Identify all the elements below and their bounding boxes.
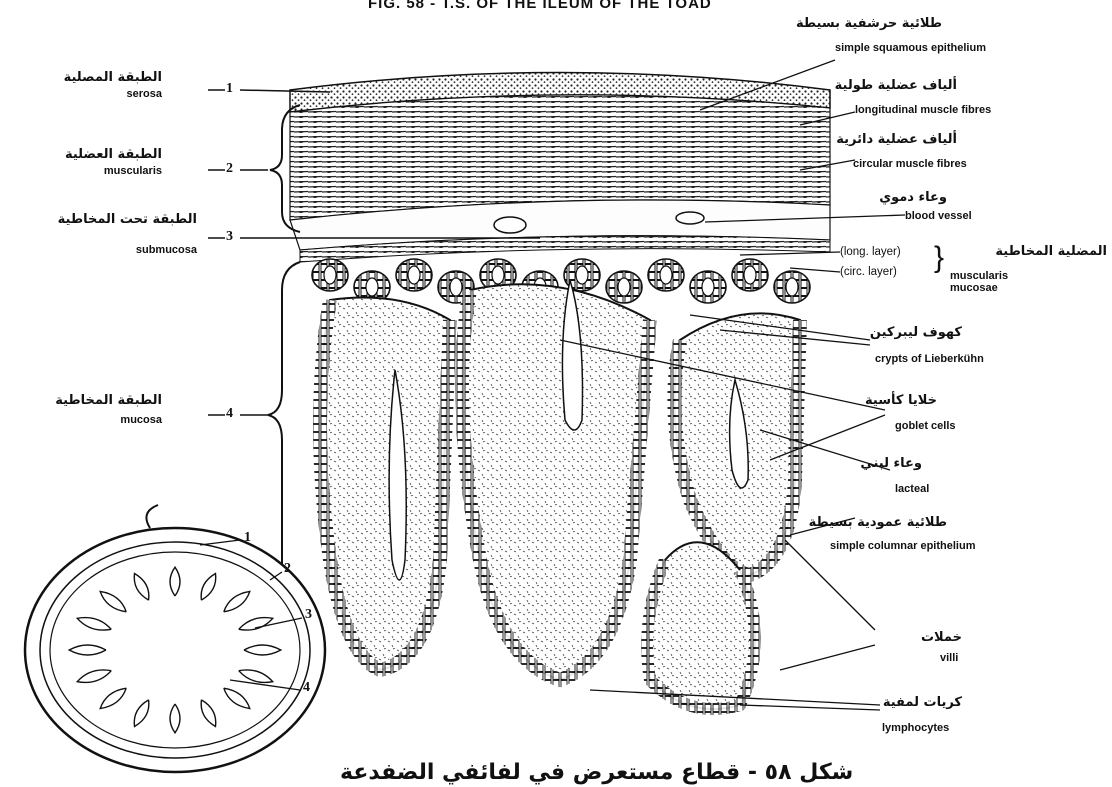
crypt-lumen	[660, 266, 672, 284]
layer-number-4: 4	[226, 406, 233, 422]
crypt-lumen	[576, 266, 588, 284]
inset-cross-section	[25, 505, 325, 772]
crypts-arabic: كهوف ليبركين	[870, 325, 962, 340]
simple-squamous-epithelium-arabic: طلائية حرشفية بسيطة	[796, 16, 942, 31]
circ-layer-label: (circ. layer)	[840, 266, 897, 278]
circular-muscle-label: circular muscle fibres	[853, 158, 967, 170]
blood-vessel-arabic: وعاء دموي	[879, 190, 947, 205]
circular-muscle-arabic: ألياف عضلية دائرية	[836, 132, 957, 147]
longitudinal-muscle-label: longitudinal muscle fibres	[855, 104, 991, 116]
villi-arabic: خملات	[921, 630, 962, 645]
muscularis-mucosae-arabic: المضلية المخاطية	[995, 244, 1107, 259]
blood-vessel-2	[676, 212, 704, 224]
crypt-lumen	[408, 266, 420, 284]
serosa-arabic-label: الطبقة المصلية	[64, 70, 162, 85]
inset-number-1: 1	[244, 530, 251, 546]
crypt-lumen	[786, 278, 798, 296]
crypt-lumen	[366, 278, 378, 296]
muscularis-mucosae-label: muscularis mucosae	[950, 270, 1020, 294]
crypt-lumen	[702, 278, 714, 296]
crypt-lumen	[744, 266, 756, 284]
layer-number-3: 3	[226, 229, 233, 245]
crypt-lumen	[324, 266, 336, 284]
long-layer-label: (long. layer)	[840, 246, 901, 258]
blood-vessel-1	[494, 217, 526, 233]
lymphocytes-label: lymphocytes	[882, 722, 949, 734]
lymphocytes-arabic: كريات لمفية	[883, 695, 962, 710]
crypt-lumen	[618, 278, 630, 296]
lacteal-label: lacteal	[895, 483, 929, 495]
layer-number-1: 1	[226, 81, 233, 97]
figure-title: FIG. 58 - T.S. OF THE ILEUM OF THE TOAD	[368, 0, 712, 12]
simple-columnar-epithelium-label: simple columnar epithelium	[830, 540, 975, 552]
inset-number-4: 4	[303, 680, 310, 696]
crypt-lumen	[450, 278, 462, 296]
goblet-cells-arabic: خلايا كأسية	[865, 393, 937, 408]
blood-vessel-label: blood vessel	[905, 210, 972, 222]
muscularis-mucosae-brace: }	[934, 241, 944, 275]
simple-squamous-epithelium-label: simple squamous epithelium	[835, 42, 986, 54]
longitudinal-muscle-arabic: ألياف عضلية طولية	[835, 78, 957, 93]
serosa-label: serosa	[127, 88, 162, 100]
muscularis-label: muscularis	[104, 165, 162, 177]
muscularis-arabic-label: الطبقة العضلية	[65, 147, 162, 162]
mucosa-label: mucosa	[120, 414, 162, 426]
figure-caption-arabic: شكل ٥٨ - قطاع مستعرض في لفائفي الضفدعة	[340, 760, 853, 785]
goblet-cells-label: goblet cells	[895, 420, 956, 432]
inset-number-2: 2	[284, 561, 291, 577]
mucosa-arabic-label: الطبقة المخاطية	[55, 393, 162, 408]
villi-label: villi	[940, 652, 958, 664]
layer-number-2: 2	[226, 161, 233, 177]
crypt-lumen	[492, 266, 504, 284]
simple-columnar-arabic: طلائية عمودية بسيطة	[809, 515, 947, 530]
submucosa-label: submucosa	[136, 244, 197, 256]
inset-number-3: 3	[305, 607, 312, 623]
crypts-of-lieberkuhn-label: crypts of Lieberkühn	[875, 353, 984, 365]
lacteal-arabic: وعاء لبني	[860, 456, 922, 471]
submucosa-arabic-label: الطبقة تحت المخاطية	[58, 212, 197, 227]
